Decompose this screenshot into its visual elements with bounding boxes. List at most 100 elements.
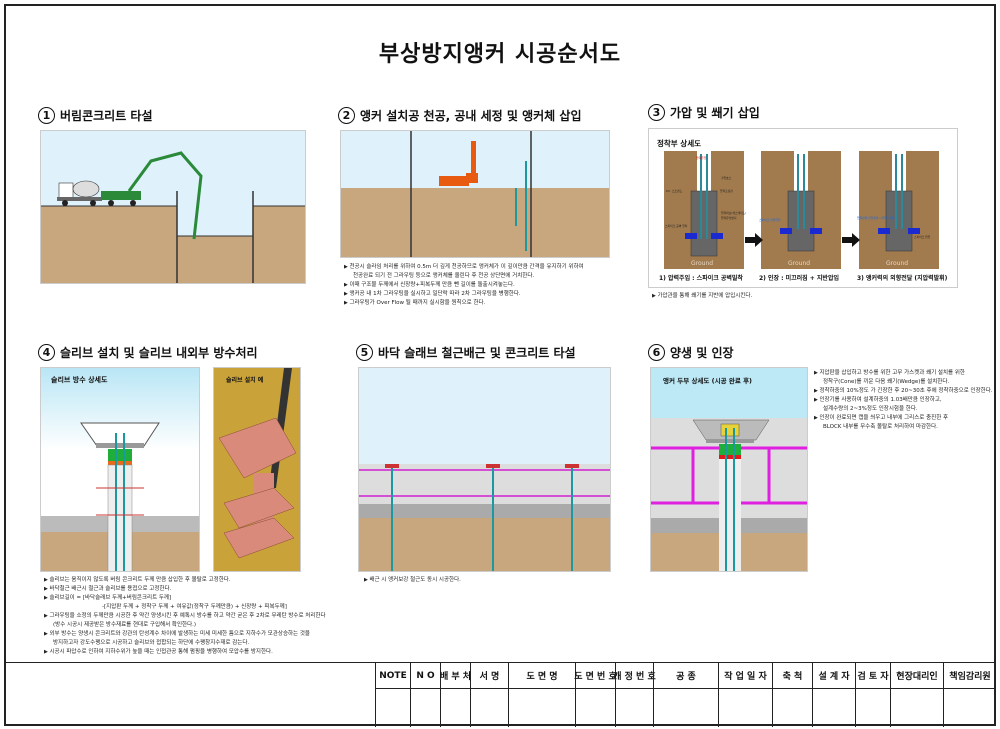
drilling-rig-icon bbox=[439, 141, 478, 186]
section-title: 앵커 설치공 천공, 공내 세정 및 앵커체 삽입 bbox=[360, 109, 582, 123]
note: 슬리브는 움직이지 않도록 버림 콘크리트 두께 만큼 삽입한 후 몰탈로 고정… bbox=[44, 576, 326, 585]
title-block-cell: 설 계 자 bbox=[812, 663, 855, 727]
title-block-header: 작 업 일 자 bbox=[719, 663, 772, 689]
photo-title: 슬리브 설치 예 bbox=[226, 377, 264, 384]
concrete-mixer-truck-icon bbox=[57, 180, 102, 206]
note: 슬리브길이 = [바닥슬래브 두께+버림콘크리트 두께] bbox=[44, 594, 326, 603]
title-block-cell: 책임감리원 bbox=[943, 663, 996, 727]
anchorage-detail-illustration: 정착부 상세도 Ground Ground Ground 압력주입 가압호스 P.C… bbox=[648, 128, 958, 288]
diagram-label: 스파이크 공벽 밀착 bbox=[665, 224, 688, 228]
section-3-heading: 3 가압 및 쐐기 삽입 bbox=[648, 104, 760, 121]
note: 정착하중의 10%정도 가 긴장한 후 20~30초 후에 정착하중으로 인장한… bbox=[814, 387, 992, 396]
title-block-cell: 검 토 자 bbox=[855, 663, 890, 727]
title-block-cell: 도 면 명 bbox=[508, 663, 575, 727]
title-block-cell: 공 종 bbox=[653, 663, 718, 727]
title-block-header: 현장대리인 bbox=[891, 663, 943, 689]
title-block-cell: 서 명 bbox=[470, 663, 508, 727]
anchor-head-detail: 앵커 두부 상세도 (시공 완료 후) bbox=[650, 367, 808, 572]
section-1-heading: 1 버림콘크리트 타설 bbox=[38, 107, 153, 124]
section-title: 바닥 슬래브 철근배근 및 콘크리트 타설 bbox=[378, 346, 576, 360]
title-block-header: 배 부 처 bbox=[440, 663, 471, 689]
diagram-label: 스파이크 압입 bbox=[914, 235, 931, 239]
title-block-cell: NOTE bbox=[375, 663, 410, 727]
title-block-header: 설 계 자 bbox=[813, 663, 855, 689]
section-title: 슬리브 설치 및 슬리브 내외부 방수처리 bbox=[60, 346, 258, 360]
slab-rebar-illustration bbox=[358, 367, 611, 572]
title-block-header: 검 토 자 bbox=[856, 663, 890, 689]
note: 지압판을 삽입하고 방수를 위한 고무 가스켓과 쐐기 설치를 위한 bbox=[814, 369, 993, 378]
note: 방지하고자 강도수팽으로 시공하고 슬리브와 접합되는 하단에 수팽창지수재로 … bbox=[53, 640, 250, 646]
drilling-illustration bbox=[340, 130, 610, 258]
section-6-notes: 지압판을 삽입하고 방수를 위한 고무 가스켓과 쐐기 설치를 위한 정착구(C… bbox=[814, 369, 993, 432]
section-2-heading: 2 앵커 설치공 천공, 공내 세정 및 앵커체 삽입 bbox=[338, 107, 581, 124]
title-block-cell: 개 정 번 호 bbox=[613, 663, 656, 727]
ground-label: Ground bbox=[788, 260, 810, 267]
title-block-header: NOTE bbox=[376, 663, 410, 689]
note: 천공시 슬라임 처리를 위하여 0.5m 더 깊게 천공하므로 앵커체가 이 깊… bbox=[344, 263, 583, 272]
ground-label: Ground bbox=[691, 260, 713, 267]
title-block-cell: 축 척 bbox=[772, 663, 812, 727]
section-4-notes: 슬리브는 움직이지 않도록 버림 콘크리트 두께 만큼 삽입한 후 몰탈로 고정… bbox=[44, 576, 326, 657]
step-number: 2 bbox=[338, 107, 355, 124]
section-5-heading: 5 바닥 슬래브 철근배근 및 콘크리트 타설 bbox=[356, 344, 576, 361]
note: BLOCK 내부를 무수축 몰탈로 처리하여 마감한다. bbox=[823, 424, 938, 430]
note: 시공시 파압수로 인하여 지하수위가 높을 때는 인접관공 통해 펌핑을 병행하… bbox=[44, 648, 326, 657]
title-block-header: 책임감리원 bbox=[944, 663, 996, 689]
section-4-heading: 4 슬리브 설치 및 슬리브 내외부 방수처리 bbox=[38, 344, 258, 361]
diagram-label: 압력조정관 bbox=[720, 189, 733, 193]
diagram-label: 압력확보(캐스케이드) bbox=[721, 211, 746, 215]
title-block-header: 축 척 bbox=[773, 663, 812, 689]
ground-label: Ground bbox=[886, 260, 908, 267]
detail-title: 슬리브 방수 상세도 bbox=[51, 376, 108, 384]
diagram-label: 가압호스 bbox=[721, 176, 732, 180]
title-block-cell: 작 업 일 자 bbox=[718, 663, 772, 727]
section-3-notes: 가압관을 통해 쐐기를 지반에 압입시킨다. bbox=[652, 292, 752, 301]
diagram-label: 압력주입 bbox=[696, 156, 707, 160]
note: 그라우팅을 소정의 두께만큼 시공한 후 약간 양생시킨 후 예톡시 방수를 하… bbox=[44, 612, 325, 621]
step-number: 6 bbox=[648, 344, 665, 361]
section-6-heading: 6 양생 및 인장 bbox=[648, 344, 734, 361]
section-title: 가압 및 쐐기 삽입 bbox=[670, 106, 760, 120]
note: 인장기를 사용하여 설계하중의 1.03배만큼 인장하고, bbox=[814, 396, 993, 405]
step-number: 4 bbox=[38, 344, 55, 361]
note: 가압관을 통해 쐐기를 지반에 압입시킨다. bbox=[652, 292, 752, 301]
title-block-cell: N O bbox=[410, 663, 440, 727]
note: 외부 방수는 양생시 콘크리트와 강관의 탄성계수 차이에 발생하는 미세 미세… bbox=[44, 630, 326, 639]
section-2-notes: 천공시 슬라임 처리를 위하여 0.5m 더 깊게 천공하므로 앵커체가 이 깊… bbox=[344, 263, 584, 308]
section-5-notes: 배근 시 앵커보강 철근도 동시 시공한다. bbox=[364, 576, 460, 585]
note: 배근 시 앵커보강 철근도 동시 시공한다. bbox=[364, 576, 460, 585]
drawing-frame bbox=[4, 4, 996, 726]
title-block-header: 도 면 명 bbox=[509, 663, 575, 689]
sleeve-waterproof-detail: 슬리브 방수 상세도 bbox=[40, 367, 200, 572]
title-block-cell: 현장대리인 bbox=[890, 663, 943, 727]
note: 앵커공 내 1차 그라우팅을 실시하고 일단락 따라 2차 그라우팅을 병행한다… bbox=[344, 290, 584, 299]
diagram-label: 스파이크 지반압입 bbox=[759, 218, 781, 222]
section-title: 양생 및 인장 bbox=[670, 346, 734, 360]
title-block-header: 공 종 bbox=[654, 663, 718, 689]
section-title: 버림콘크리트 타설 bbox=[60, 109, 153, 123]
note: 이때 구조물 두께에서 신장량+피복두께 만큼 뺀 길이를 돌출시켜놓는다. bbox=[344, 281, 584, 290]
note: 인장이 완료되면 캡을 씌우고 내부에 그리스로 충진한 후 bbox=[814, 414, 993, 423]
note: 설계수량의 2~3%정도 인장시험을 한다. bbox=[823, 406, 918, 412]
diagram-label: 압력유실방지 bbox=[721, 216, 737, 220]
title-block-header: 서 명 bbox=[471, 663, 508, 689]
sleeve-installation-photo: 슬리브 설치 예 bbox=[213, 367, 301, 572]
pump-truck-icon bbox=[101, 151, 203, 240]
step-number: 1 bbox=[38, 107, 55, 124]
detail-title: 정착부 상세도 bbox=[657, 139, 702, 148]
pouring-concrete-illustration bbox=[40, 130, 306, 284]
note: 바닥철근 배근시 철근과 슬리브를 용접으로 고정한다. bbox=[44, 585, 326, 594]
diagram-label: P.C. 스트랜드 bbox=[666, 189, 683, 193]
title-block-cell: 배 부 처 bbox=[440, 663, 471, 727]
title-block-header: N O bbox=[411, 663, 440, 689]
note: 정착구(Cone)를 끼운 다음 쐐기(Wedge)를 설치한다. bbox=[823, 379, 950, 385]
step-number: 3 bbox=[648, 104, 665, 121]
step-number: 5 bbox=[356, 344, 373, 361]
note: 천공완료 되기 전 그라우팅 등으로 앵커체를 올린다 후 천공 상단면에 거치… bbox=[353, 273, 535, 279]
step-caption: 1) 압력주입 : 스파이크 공벽밀착 bbox=[659, 275, 743, 282]
step-caption: 3) 앵커력의 외향전달 (지압력발휘) bbox=[857, 275, 948, 282]
diagram-label: 압력판의 전달방향 (지압력 발휘) bbox=[857, 216, 895, 220]
note: (방수 시공시 제공받은 방수재료를 현대로 구입해서 확인한다.) bbox=[53, 622, 197, 628]
title-block-cell: 도 면 번 호 bbox=[574, 663, 617, 727]
